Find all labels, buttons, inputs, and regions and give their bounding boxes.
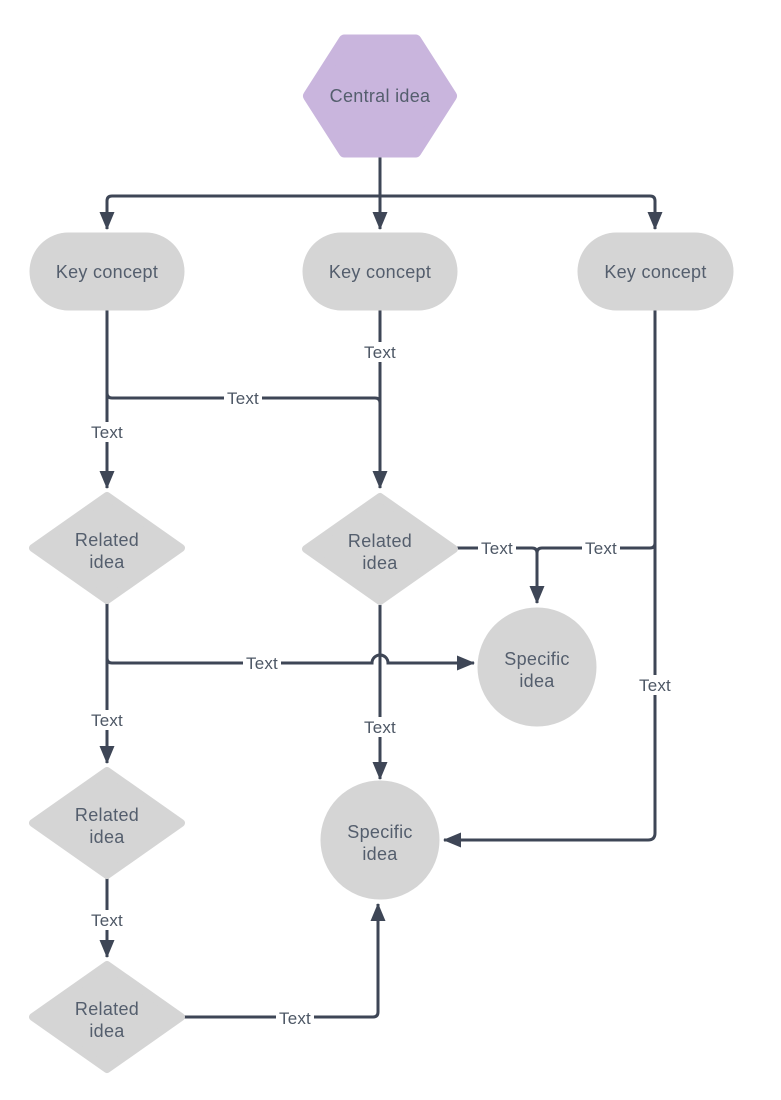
node-label: Key concept xyxy=(56,262,158,282)
edge-labels: Text Text Text Text Text Text Text Text xyxy=(88,342,674,1028)
node-related-idea-1: Related idea xyxy=(29,492,185,604)
stadium-shape xyxy=(29,232,185,311)
edge-label-bg xyxy=(243,653,281,673)
edge-label-bg xyxy=(636,675,674,695)
edge-label-text: Text xyxy=(364,343,396,362)
node-label-line1: Specific xyxy=(504,649,569,669)
edge-label-text: Text xyxy=(91,423,123,442)
edge-related-center-to-specific-right xyxy=(457,546,539,554)
hexagon-shape xyxy=(303,34,457,158)
node-label-line1: Related xyxy=(75,530,139,550)
node-specific-idea-center: Specific idea xyxy=(320,780,440,900)
node-key-concept-center: Key concept xyxy=(302,232,458,311)
node-label-line2: idea xyxy=(362,844,398,864)
edge-label: Text xyxy=(636,675,674,695)
node-label: Central idea xyxy=(330,86,431,106)
edge-related-1-to-specific-right xyxy=(105,653,475,671)
edge-label-text: Text xyxy=(481,539,513,558)
edge-key-right-to-specific-center xyxy=(443,310,657,848)
diamond-shape xyxy=(302,493,458,605)
node-label-line2: idea xyxy=(362,553,398,573)
edge-label-bg xyxy=(88,710,126,730)
stadium-shape xyxy=(302,232,458,311)
edge-label: Text xyxy=(478,538,516,558)
node-related-idea-center: Related idea xyxy=(302,493,458,605)
node-label-line2: idea xyxy=(519,671,555,691)
circle-shape xyxy=(320,780,440,900)
node-central-idea: Central idea xyxy=(303,34,457,158)
node-label-line1: Related xyxy=(348,531,412,551)
edge-label-text: Text xyxy=(639,676,671,695)
diamond-shape xyxy=(29,961,185,1073)
edge-label-bg xyxy=(361,342,399,362)
edge-label: Text xyxy=(88,910,126,930)
node-label-line2: idea xyxy=(89,1021,125,1041)
diamond-shape xyxy=(29,767,185,879)
edge-label-text: Text xyxy=(91,711,123,730)
node-label-line1: Related xyxy=(75,999,139,1019)
edge-label: Text xyxy=(361,342,399,362)
diamond-shape xyxy=(29,492,185,604)
stadium-shape xyxy=(577,232,734,311)
nodes: Central idea Key concept Key concept Key… xyxy=(29,34,734,1073)
edge-label: Text xyxy=(224,388,262,408)
edge-label-bg xyxy=(88,910,126,930)
edge-label-bg xyxy=(478,538,516,558)
circle-shape xyxy=(477,607,597,727)
edge-label-text: Text xyxy=(585,539,617,558)
edge-label-text: Text xyxy=(91,911,123,930)
edge-label: Text xyxy=(243,653,281,673)
node-related-idea-3: Related idea xyxy=(29,961,185,1073)
edge-label-bg xyxy=(276,1008,314,1028)
edge-label-bg xyxy=(361,717,399,737)
node-label: Key concept xyxy=(329,262,431,282)
edge-label-bg xyxy=(582,538,620,558)
edge-label-text: Text xyxy=(364,718,396,737)
node-label: Key concept xyxy=(604,262,706,282)
edge-label-text: Text xyxy=(246,654,278,673)
node-label-line2: idea xyxy=(89,827,125,847)
node-label-line1: Specific xyxy=(347,822,412,842)
edge-related-3-to-specific-center xyxy=(183,903,386,1019)
edge-rail-to-key-left xyxy=(99,194,380,230)
edge-label-text: Text xyxy=(227,389,259,408)
edge-label: Text xyxy=(276,1008,314,1028)
node-label-line2: idea xyxy=(89,552,125,572)
node-key-concept-right: Key concept xyxy=(577,232,734,311)
edge-label-bg xyxy=(224,388,262,408)
edge-label-text: Text xyxy=(279,1009,311,1028)
edge-label-bg xyxy=(88,422,126,442)
edge-rail-to-key-right xyxy=(380,194,663,230)
node-related-idea-2: Related idea xyxy=(29,767,185,879)
node-specific-idea-right: Specific idea xyxy=(477,607,597,727)
node-key-concept-left: Key concept xyxy=(29,232,185,311)
edge-label: Text xyxy=(582,538,620,558)
edge-label: Text xyxy=(361,717,399,737)
node-label-line1: Related xyxy=(75,805,139,825)
edge-label: Text xyxy=(88,710,126,730)
edge-label: Text xyxy=(88,422,126,442)
